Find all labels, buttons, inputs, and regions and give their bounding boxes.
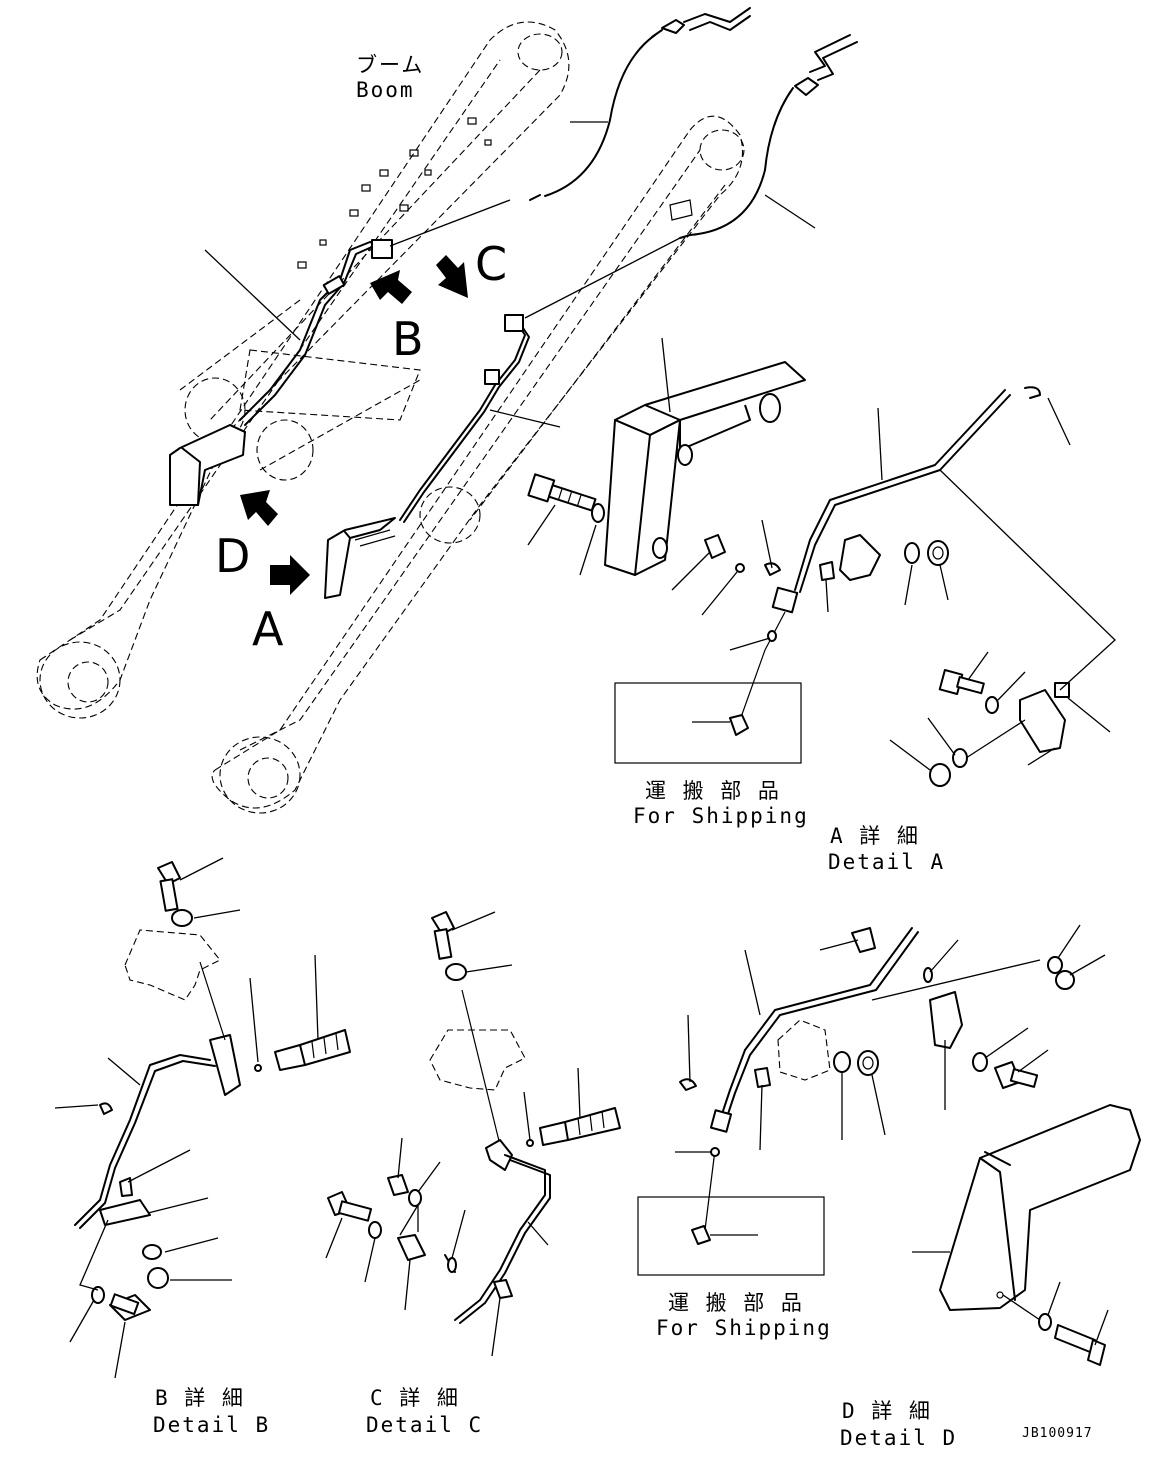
guard-d-main <box>169 424 246 506</box>
detail-d-parts <box>679 927 1141 1366</box>
shipping-a-jp: 運 搬 部 品 <box>645 779 781 803</box>
arrow-c <box>436 255 468 298</box>
detail-d-leaders <box>675 924 1109 1346</box>
shipping-d-en: For Shipping <box>656 1316 832 1340</box>
shipping-d-jp: 運 搬 部 品 <box>668 1291 804 1315</box>
detail-b-jp: B 詳 細 <box>155 1386 245 1410</box>
callout-letter-a: A <box>252 602 284 656</box>
boom-label-jp: ブーム <box>356 53 424 77</box>
callout-arrows <box>240 255 468 595</box>
detail-b-parts <box>74 861 351 1321</box>
arrow-a <box>270 555 310 595</box>
main-hoses <box>239 7 858 523</box>
detail-a-parts <box>527 361 1070 787</box>
detail-a-leaders <box>527 337 1116 771</box>
shipping-a-en: For Shipping <box>633 804 809 828</box>
detail-d-jp: D 詳 細 <box>842 1399 932 1423</box>
detail-a-jp: A 詳 細 <box>830 824 920 848</box>
shipping-box-a <box>614 682 802 764</box>
boom-phantom <box>36 21 745 814</box>
detail-d-en: Detail D <box>840 1426 957 1450</box>
detail-b-en: Detail B <box>153 1413 270 1437</box>
guard-a-main <box>324 517 396 599</box>
shipping-box-d <box>637 1196 825 1276</box>
callout-letter-d: D <box>215 529 250 583</box>
detail-c-jp: C 詳 細 <box>370 1386 460 1410</box>
arrow-b <box>370 270 412 304</box>
detail-a-en: Detail A <box>828 850 945 874</box>
boom-label-en: Boom <box>356 78 415 102</box>
drawing-code: JB100917 <box>1022 1426 1093 1441</box>
detail-c-en: Detail C <box>366 1413 483 1437</box>
detail-b-leaders <box>54 857 319 1379</box>
arrow-d <box>240 490 278 526</box>
detail-c-parts <box>327 911 621 1324</box>
callout-letter-b: B <box>392 312 424 366</box>
main-leaders <box>204 121 816 428</box>
detail-c-leaders <box>325 911 581 1357</box>
callout-letter-c: C <box>475 237 507 291</box>
